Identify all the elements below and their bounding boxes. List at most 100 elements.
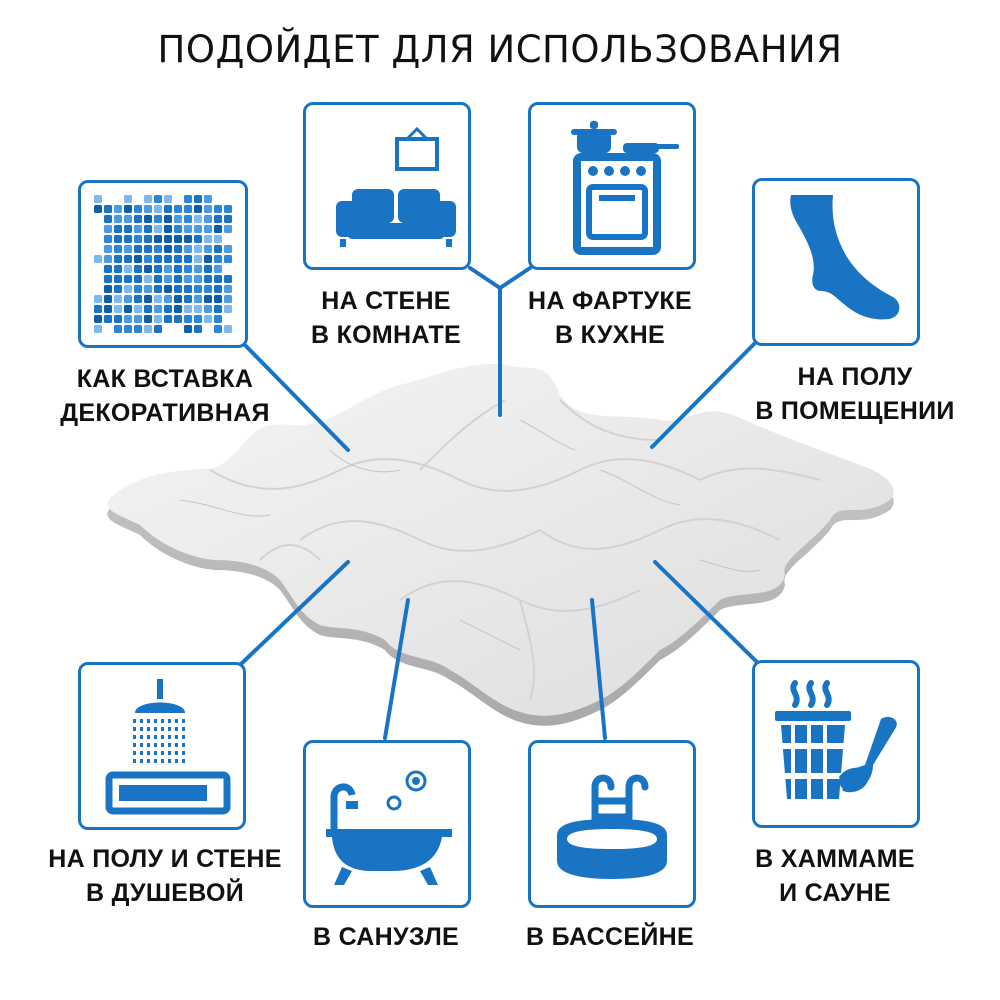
water-drop [140,735,143,739]
mosaic-cell [134,215,142,223]
mosaic-cell [124,295,132,303]
mosaic-cell [204,285,212,293]
mosaic-cell [184,215,192,223]
mosaic-cell [94,205,102,213]
water-drop [147,735,150,739]
mosaic-cell [94,305,102,313]
mosaic-cell [134,235,142,243]
mosaic-cell [194,195,202,203]
foot-icon [790,195,900,320]
decor-usage-card [78,180,248,348]
mosaic-cell [154,295,162,303]
mosaic-cell [164,295,172,303]
mosaic-cell [214,295,222,303]
bathtub-icon [326,770,452,885]
mosaic-cell [134,245,142,253]
water-drop [182,727,185,731]
mosaic-cell [144,305,152,313]
water-drop [140,719,143,723]
mosaic-cell [124,255,132,263]
mosaic-cell [104,295,112,303]
mosaic-cell [144,255,152,263]
mosaic-cell [104,215,112,223]
mosaic-cell [204,305,212,313]
mosaic-cell [224,325,232,333]
mosaic-cell [154,235,162,243]
mosaic-cell [144,325,152,333]
mosaic-cell [114,275,122,283]
floor-label-line-1: НА ПОЛУ [797,363,913,391]
mosaic-cell [114,255,122,263]
water-drop [154,719,157,723]
mosaic-cell [154,215,162,223]
water-drop [154,735,157,739]
mosaic-cell [164,305,172,313]
water-drop [154,743,157,747]
mosaic-cell [174,315,182,323]
mosaic-cell [144,225,152,233]
mosaic-cell [164,195,172,203]
room-wall-usage-label: НА СТЕНЕ В КОМНАТЕ [276,284,496,352]
mosaic-cell [154,275,162,283]
mosaic-cell [154,195,162,203]
mosaic-cell [194,325,202,333]
mosaic-cell [94,295,102,303]
mosaic-cell [134,285,142,293]
mosaic-cell [214,225,222,233]
mosaic-cell [104,205,112,213]
water-drop [168,743,171,747]
mosaic-cell [94,255,102,263]
mosaic-cell [174,265,182,273]
sofa-icon [336,126,456,247]
mosaic-cell [104,315,112,323]
mosaic-cell [214,245,222,253]
mosaic-cell [144,195,152,203]
shower-label-line-2: В ДУШЕВОЙ [85,879,244,907]
water-drop [161,727,164,731]
mosaic-icon [94,195,232,333]
mosaic-cell [194,255,202,263]
mosaic-cell [114,245,122,253]
mosaic-cell [164,245,172,253]
mosaic-cell [114,305,122,313]
mosaic-cell [184,255,192,263]
mosaic-cell [134,305,142,313]
mosaic-cell [174,235,182,243]
mosaic-cell [114,205,122,213]
mosaic-cell [144,275,152,283]
pool-usage-card [528,740,696,908]
mosaic-cell [124,315,132,323]
water-drop [175,719,178,723]
mosaic-cell [164,225,172,233]
mosaic-cell [164,255,172,263]
mosaic-cell [94,195,102,203]
mosaic-cell [144,315,152,323]
mosaic-cell [184,265,192,273]
mosaic-cell [114,315,122,323]
mosaic-cell [194,295,202,303]
water-drop [175,751,178,755]
mosaic-cell [114,235,122,243]
mosaic-cell [214,235,222,243]
mosaic-cell [114,225,122,233]
mosaic-cell [164,285,172,293]
mosaic-cell [204,255,212,263]
mosaic-cell [174,275,182,283]
mosaic-cell [194,275,202,283]
mosaic-cell [224,205,232,213]
mosaic-cell [224,295,232,303]
water-drop [154,751,157,755]
mosaic-cell [134,295,142,303]
mosaic-cell [184,315,192,323]
mosaic-cell [164,205,172,213]
mosaic-cell [184,235,192,243]
mosaic-cell [174,205,182,213]
mosaic-cell [154,245,162,253]
decor-usage-label: КАК ВСТАВКА ДЕКОРАТИВНАЯ [40,362,290,430]
water-drop [182,743,185,747]
floor-label-line-2: В ПОМЕЩЕНИИ [755,397,955,425]
mosaic-cell [174,255,182,263]
mosaic-cell [184,325,192,333]
